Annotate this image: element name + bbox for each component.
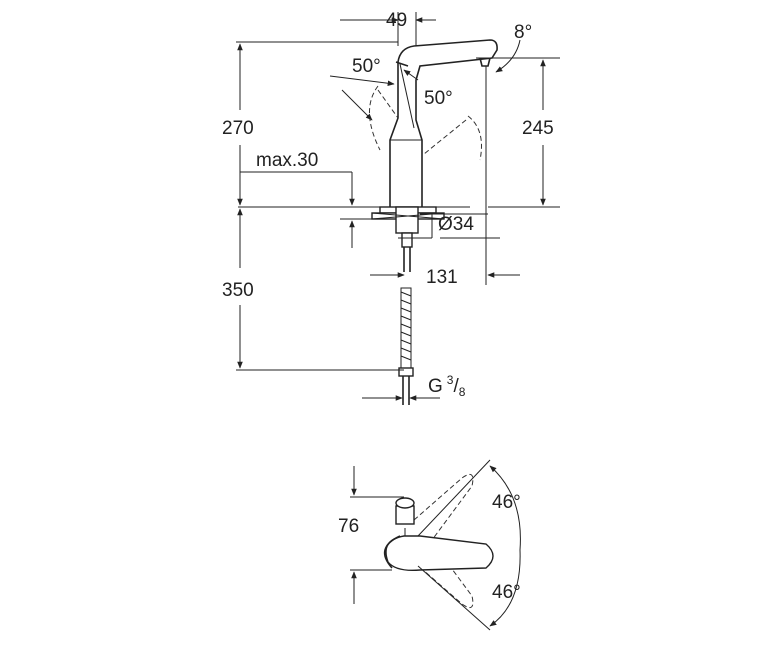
side-view: 49 8° 50° 50° 270 [222, 10, 560, 405]
dim-label-max30: max.30 [256, 150, 318, 171]
handle-stem [395, 505, 415, 525]
left-swivel-arc [369, 85, 381, 151]
handle-knob [395, 497, 415, 509]
dim-label-50deg-right: 50° [424, 88, 453, 109]
dim-label-270: 270 [222, 118, 254, 139]
dimension-hose-length: 350 [222, 208, 404, 371]
dim-label-76: 76 [338, 516, 359, 537]
swivel-positions [413, 473, 474, 609]
dim-label-245: 245 [522, 118, 554, 139]
dimension-total-height: 270 [222, 41, 398, 206]
dim-label-46deg-upper: 46° [492, 492, 521, 513]
faucet-body [389, 39, 498, 207]
top-view: 76 46° 46° [338, 459, 521, 631]
dimension-top-width: 49 [340, 10, 436, 46]
mounting-assembly [371, 206, 445, 272]
dim-label-131: 131 [426, 267, 458, 288]
dim-label-49: 49 [386, 10, 407, 31]
dim-label-46deg-lower: 46° [492, 582, 521, 603]
dimension-right-angle: 50° [403, 69, 453, 109]
dimension-tilt-angle: 8° [476, 22, 550, 73]
dimension-hole-diameter: Ø34 [398, 213, 500, 239]
dimension-left-angle: 50° [329, 56, 395, 121]
dim-label-350: 350 [222, 280, 254, 301]
dim-label-dia34: Ø34 [438, 214, 474, 235]
right-swivel-arc [467, 115, 482, 161]
dimension-swivel-lower: 46° [417, 549, 521, 631]
dimension-spout-height: 245 [485, 57, 560, 285]
dimension-reach: 131 [370, 267, 520, 288]
dimension-max-thickness: max.30 [240, 150, 372, 248]
dimension-swivel-upper: 46° [417, 459, 521, 551]
dim-label-50deg-left: 50° [352, 56, 381, 77]
spout-oval [385, 535, 494, 572]
dim-label-8deg: 8° [514, 22, 532, 43]
supply-hose [398, 287, 414, 405]
dimension-depth: 76 [338, 466, 404, 604]
